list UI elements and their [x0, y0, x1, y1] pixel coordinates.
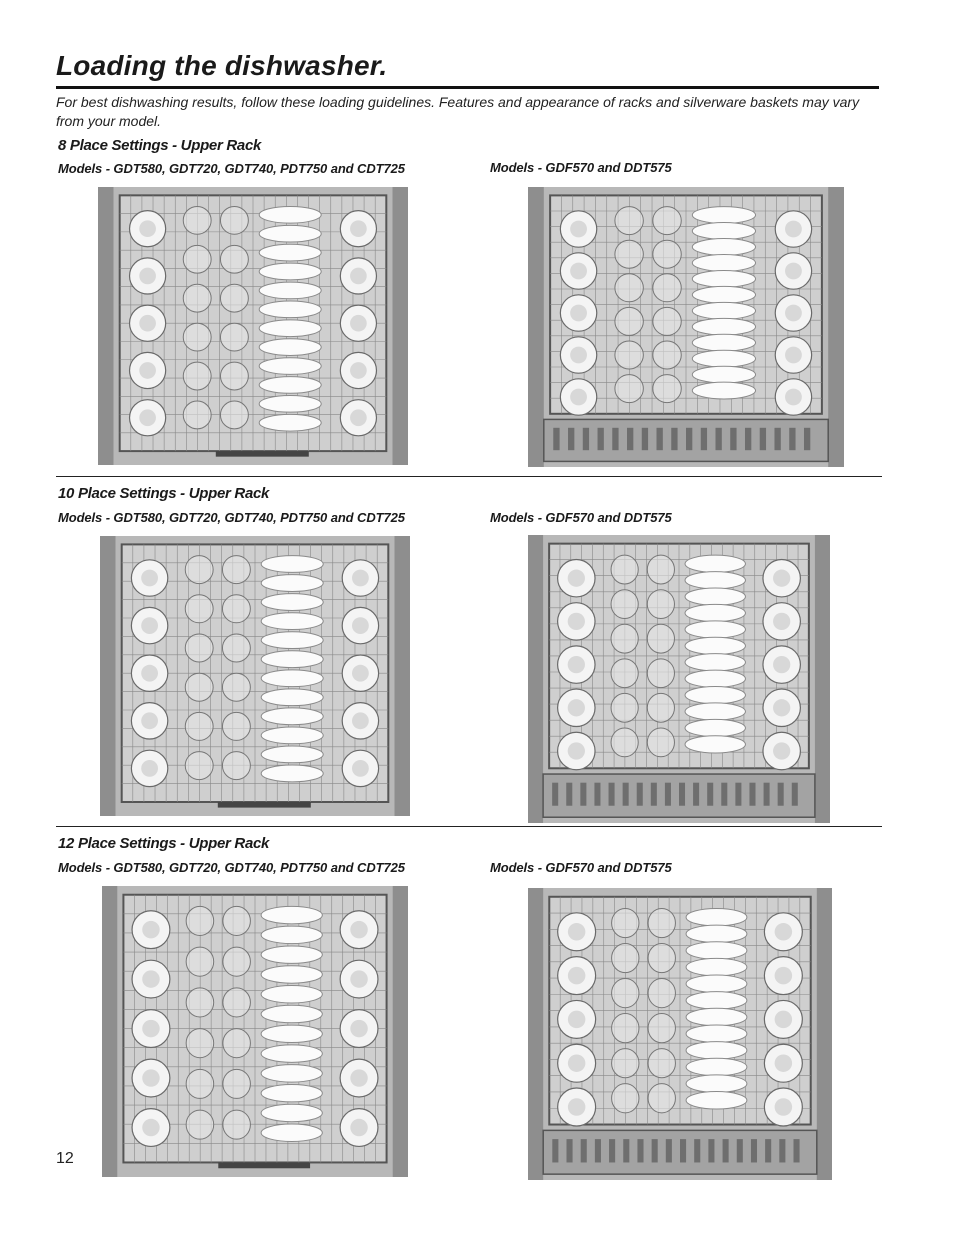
rack-photo-10-place-gdt: [100, 536, 410, 816]
rack-photo-8-place-gdf: [528, 187, 844, 467]
page-number: 12: [56, 1150, 74, 1167]
rack-photo-12-place-gdt: [102, 886, 408, 1177]
rack-illustration-group: [100, 536, 410, 816]
rack-illustration-group: [528, 535, 830, 823]
intro-text: For best dishwashing results, follow the…: [56, 94, 860, 129]
rack-photo-10-place-gdf: [528, 535, 830, 823]
caption-right-10-place: Models - GDF570 and DDT575: [490, 510, 672, 525]
caption-left-12-place: Models - GDT580, GDT720, GDT740, PDT750 …: [58, 860, 405, 875]
page-title: Loading the dishwasher.: [56, 50, 388, 81]
section-heading-12-place: 12 Place Settings - Upper Rack: [58, 835, 270, 852]
title-divider: [56, 86, 879, 89]
caption-left-10-place: Models - GDT580, GDT720, GDT740, PDT750 …: [58, 510, 405, 525]
rack-illustration-group: [102, 886, 408, 1177]
rack-photo-8-place-gdt: [98, 187, 408, 465]
caption-right-12-place: Models - GDF570 and DDT575: [490, 860, 672, 875]
rack-illustration: [528, 187, 844, 467]
rack-illustration: [528, 535, 830, 823]
rack-illustration-group: [528, 187, 844, 467]
caption-right-8-place: Models - GDF570 and DDT575: [490, 160, 672, 175]
section-heading-8-place: 8 Place Settings - Upper Rack: [58, 137, 262, 154]
rack-illustration: [528, 888, 832, 1180]
rack-illustration: [98, 187, 408, 465]
caption-left-8-place: Models - GDT580, GDT720, GDT740, PDT750 …: [58, 161, 405, 176]
rack-illustration-group: [528, 888, 832, 1180]
rack-photo-12-place-gdf: [528, 888, 832, 1180]
section-divider: [56, 826, 882, 827]
section-divider: [56, 476, 882, 477]
rack-illustration-group: [98, 187, 408, 465]
rack-illustration: [102, 886, 408, 1177]
rack-illustration: [100, 536, 410, 816]
section-heading-10-place: 10 Place Settings - Upper Rack: [58, 485, 270, 502]
